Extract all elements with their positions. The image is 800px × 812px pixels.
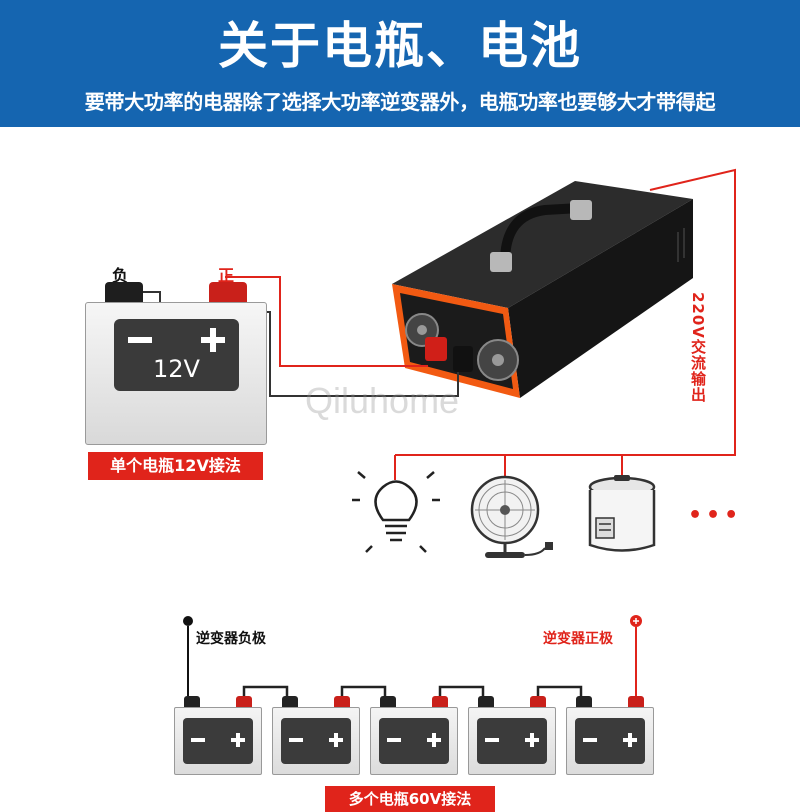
minus-icon xyxy=(583,738,597,742)
battery-case: 12V xyxy=(85,302,267,445)
inverter-unit xyxy=(392,181,693,398)
series-negative-label: 逆变器负极 xyxy=(196,631,266,647)
negative-label: 负 xyxy=(112,266,129,285)
ac-output-label: 220V交流输出 xyxy=(689,292,707,403)
minus-icon xyxy=(387,738,401,742)
more-appliances-dots: ••• xyxy=(688,503,743,528)
battery-voltage: 12V xyxy=(153,355,200,383)
fan-icon xyxy=(470,475,553,558)
minus-icon xyxy=(191,738,205,742)
plus-icon xyxy=(201,328,225,352)
battery-face: 12V xyxy=(114,319,239,391)
battery-12v: 12V xyxy=(85,280,267,445)
positive-wire xyxy=(225,276,428,367)
battery-negative-post xyxy=(105,282,143,304)
header-banner: 关于电瓶、电池 要带大功率的电器除了选择大功率逆变器外，电瓶功率也要够大才带得起 xyxy=(0,0,800,127)
series-jumper-wires xyxy=(242,685,583,700)
single-battery-caption: 单个电瓶12V接法 xyxy=(88,452,263,480)
light-bulb-icon xyxy=(352,471,440,553)
series-battery-caption: 多个电瓶60V接法 xyxy=(325,786,495,812)
negative-wire xyxy=(140,291,459,397)
series-battery xyxy=(468,696,556,776)
ac-output-wire xyxy=(395,168,736,456)
series-battery xyxy=(174,696,262,776)
series-battery xyxy=(370,696,458,776)
battery-positive-post xyxy=(209,282,247,304)
inverter-negative-terminal-icon xyxy=(183,616,193,626)
series-battery xyxy=(566,696,654,776)
minus-icon xyxy=(289,738,303,742)
page-title: 关于电瓶、电池 xyxy=(218,17,582,75)
series-positive-label: 逆变器正极 xyxy=(543,631,613,647)
watermark: Qiluhome xyxy=(305,380,460,421)
rice-cooker-icon xyxy=(588,475,656,552)
fan-left-icon xyxy=(405,313,439,347)
minus-icon xyxy=(485,738,499,742)
positive-label: 正 xyxy=(218,266,235,285)
series-battery xyxy=(272,696,360,776)
minus-icon xyxy=(128,337,152,343)
inverter-negative-terminal xyxy=(453,346,473,372)
inverter-positive-terminal xyxy=(425,337,447,361)
fan-right-icon xyxy=(477,339,519,381)
page-subtitle: 要带大功率的电器除了选择大功率逆变器外，电瓶功率也要够大才带得起 xyxy=(84,90,716,114)
